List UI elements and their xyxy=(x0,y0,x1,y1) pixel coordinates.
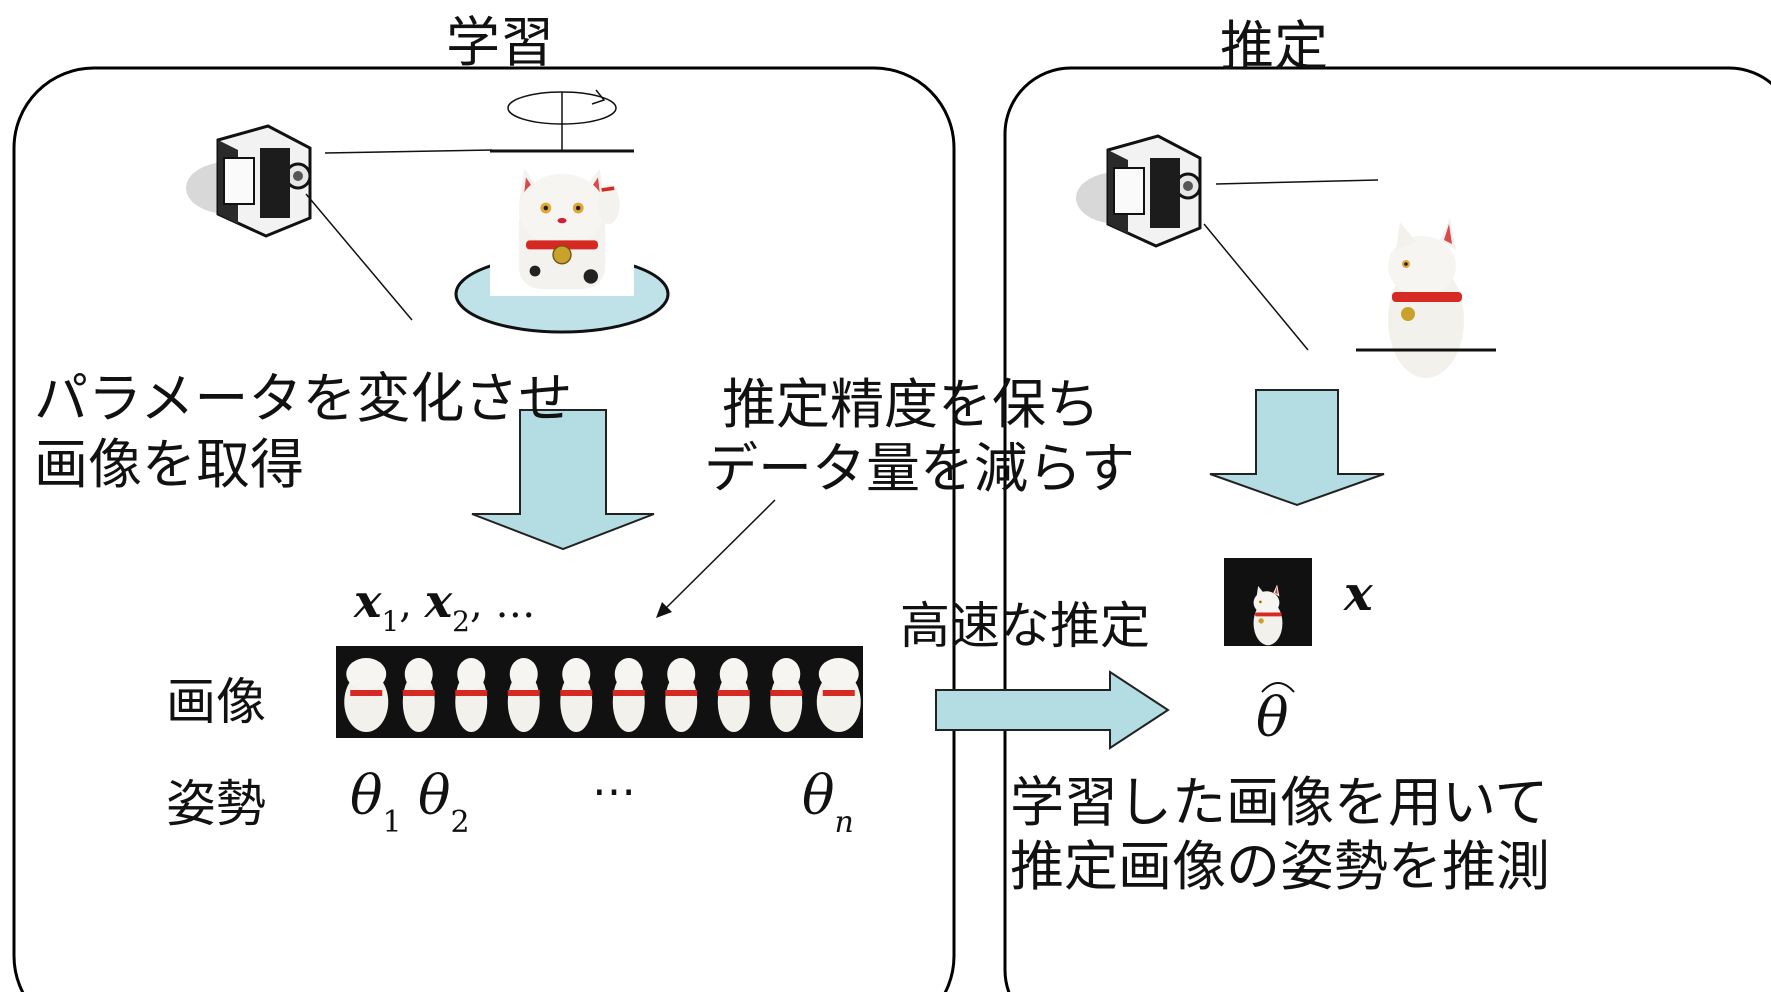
image-row-label: 画像 xyxy=(166,673,266,731)
thetan-subscript: n xyxy=(834,805,854,840)
learning-camera-sightline xyxy=(324,149,493,154)
learning-title: 学習 xyxy=(446,11,554,74)
x-sep: , xyxy=(399,581,425,627)
estimation-title: 推定 xyxy=(1220,15,1328,78)
pose-thumbnail xyxy=(665,658,698,732)
keep-accuracy-line1: 推定精度を保ち xyxy=(722,373,1100,436)
estimation-camera-icon xyxy=(1074,134,1202,248)
pose-thumbnail xyxy=(816,658,861,732)
pose-thumbnails xyxy=(344,658,861,732)
pose-thumbnail xyxy=(612,658,645,732)
reduce-data-pointer-head xyxy=(656,602,672,618)
estimation-camera-fovline xyxy=(1203,223,1309,351)
theta-1: θ1 xyxy=(350,764,402,840)
pose-thumbnail xyxy=(344,658,389,732)
x2-subscript: 2 xyxy=(452,605,470,638)
pose-thumbnail xyxy=(770,658,803,732)
learning-down-arrow xyxy=(471,409,655,551)
vary-params-line2: 画像を取得 xyxy=(34,433,304,496)
maneki-neko-figurine-icon xyxy=(516,166,622,291)
estimation-figurine-icon xyxy=(1388,218,1464,378)
learning-camera-fovline xyxy=(305,193,413,321)
x2-symbol: x xyxy=(424,574,453,628)
pose-row-label: 姿勢 xyxy=(166,775,266,833)
pose-thumbnail xyxy=(402,658,435,732)
query-x: x xyxy=(1344,566,1373,622)
pose-thumbnail xyxy=(455,658,488,732)
theta1-subscript: 1 xyxy=(382,805,402,840)
vary-params-line1: パラメータを変化させ xyxy=(34,367,573,430)
theta-hat-symbol: θ xyxy=(1256,686,1289,749)
learning-panel xyxy=(12,66,956,992)
x-sequence: x1, x2, … xyxy=(354,574,536,638)
theta-hat: θ xyxy=(1252,678,1296,749)
theta-2: θ2 xyxy=(418,764,470,840)
theta2-symbol: θ xyxy=(418,764,451,827)
theta-n: θn xyxy=(802,764,854,840)
use-learned-line1: 学習した画像を用いて xyxy=(1010,771,1549,834)
estimation-camera-sightline xyxy=(1215,179,1379,185)
theta-dots: ⋯ xyxy=(592,766,636,817)
estimation-down-arrow xyxy=(1209,389,1385,507)
x1-symbol: x xyxy=(354,574,382,628)
keep-accuracy-line2: データ量を減らす xyxy=(704,437,1135,500)
x1-subscript: 1 xyxy=(381,605,400,638)
estimation-panel xyxy=(1003,66,1771,992)
use-learned-line2: 推定画像の姿勢を推測 xyxy=(1010,835,1550,898)
learning-camera-icon xyxy=(184,124,312,238)
reduce-data-pointer xyxy=(663,499,776,611)
fast-estimation-label: 高速な推定 xyxy=(900,597,1150,655)
theta1-symbol: θ xyxy=(350,764,383,827)
x-seq-tail: , … xyxy=(469,581,536,627)
pose-thumbnail xyxy=(560,658,593,732)
hat-accent xyxy=(1261,682,1295,693)
fast-estimation-arrow xyxy=(935,670,1170,750)
thetan-symbol: θ xyxy=(802,764,835,827)
pose-thumbnail xyxy=(507,658,540,732)
query-figurine-icon xyxy=(1253,584,1283,646)
rotation-arrow-icon xyxy=(507,89,617,125)
theta2-subscript: 2 xyxy=(450,805,470,840)
pose-thumbnail xyxy=(717,658,750,732)
